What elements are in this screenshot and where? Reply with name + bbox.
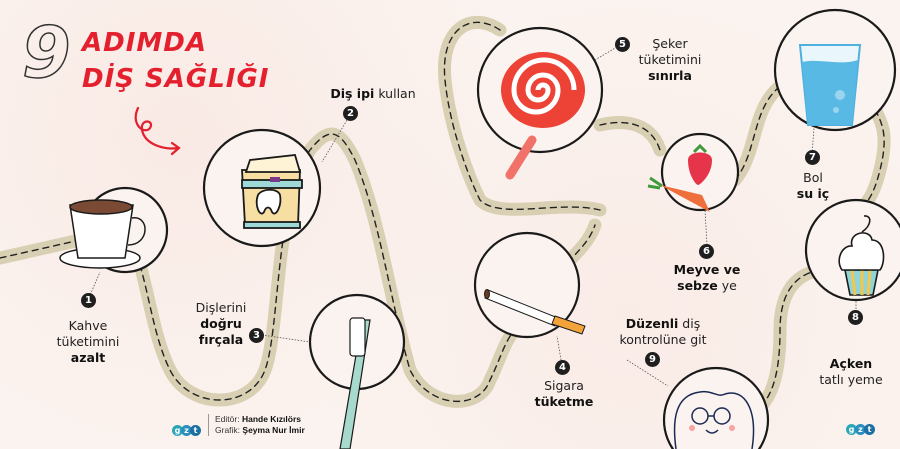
step-badge-7: 7 — [805, 150, 820, 165]
circle-tooth — [662, 366, 770, 449]
circle-cigarette — [473, 231, 581, 339]
road-path — [0, 15, 891, 427]
step-label-9: Düzenli diş kontrolüne git — [619, 316, 707, 347]
cigarette-icon — [484, 289, 586, 335]
water-glass-icon — [798, 44, 862, 126]
step-label-1: Kahve tüketimini azalt — [56, 318, 120, 365]
step-label-7: Bol su iç — [796, 170, 830, 201]
tooth-character-icon — [673, 390, 755, 449]
step-badge-9: 9 — [645, 352, 660, 367]
cupcake-icon — [838, 215, 885, 296]
step-badge-6: 6 — [699, 244, 714, 259]
title-number: 9 — [21, 12, 71, 94]
leader-lines — [87, 43, 857, 387]
toothbrush-icon — [339, 317, 371, 449]
step-label-4: Sigara tüketme — [534, 378, 594, 409]
step-badge-2: 2 — [343, 106, 358, 121]
gzt-logo-right: g z t — [846, 424, 875, 435]
title-line-1: ADIMDA — [82, 28, 207, 58]
step-label-2: Diş ipi kullan — [330, 86, 416, 101]
step-label-6: Meyve ve sebze ye — [673, 262, 741, 293]
step-badge-8: 8 — [848, 310, 863, 325]
step-badge-5: 5 — [615, 37, 630, 52]
coffee-cup-icon — [59, 199, 146, 269]
step-label-5: Şeker tüketimini sınırla — [638, 36, 702, 83]
step-badge-3: 3 — [249, 328, 264, 343]
lollipop-icon — [501, 52, 585, 180]
step-label-8: Açken tatlı yeme — [819, 356, 883, 387]
step-label-3: Dişlerini doğru fırçala — [195, 300, 247, 347]
step-badge-4: 4 — [555, 360, 570, 375]
carrot-strawberry-icon — [647, 143, 712, 212]
dental-floss-icon — [241, 154, 303, 229]
title-line-2: DİŞ SAĞLIĞI — [82, 64, 270, 94]
credits: Editör: Hande Kızılörs Grafik: Şeyma Nur… — [208, 414, 305, 436]
curly-arrow-icon — [134, 106, 181, 156]
step-badge-1: 1 — [81, 293, 96, 308]
gzt-logo: g z t — [172, 425, 201, 436]
